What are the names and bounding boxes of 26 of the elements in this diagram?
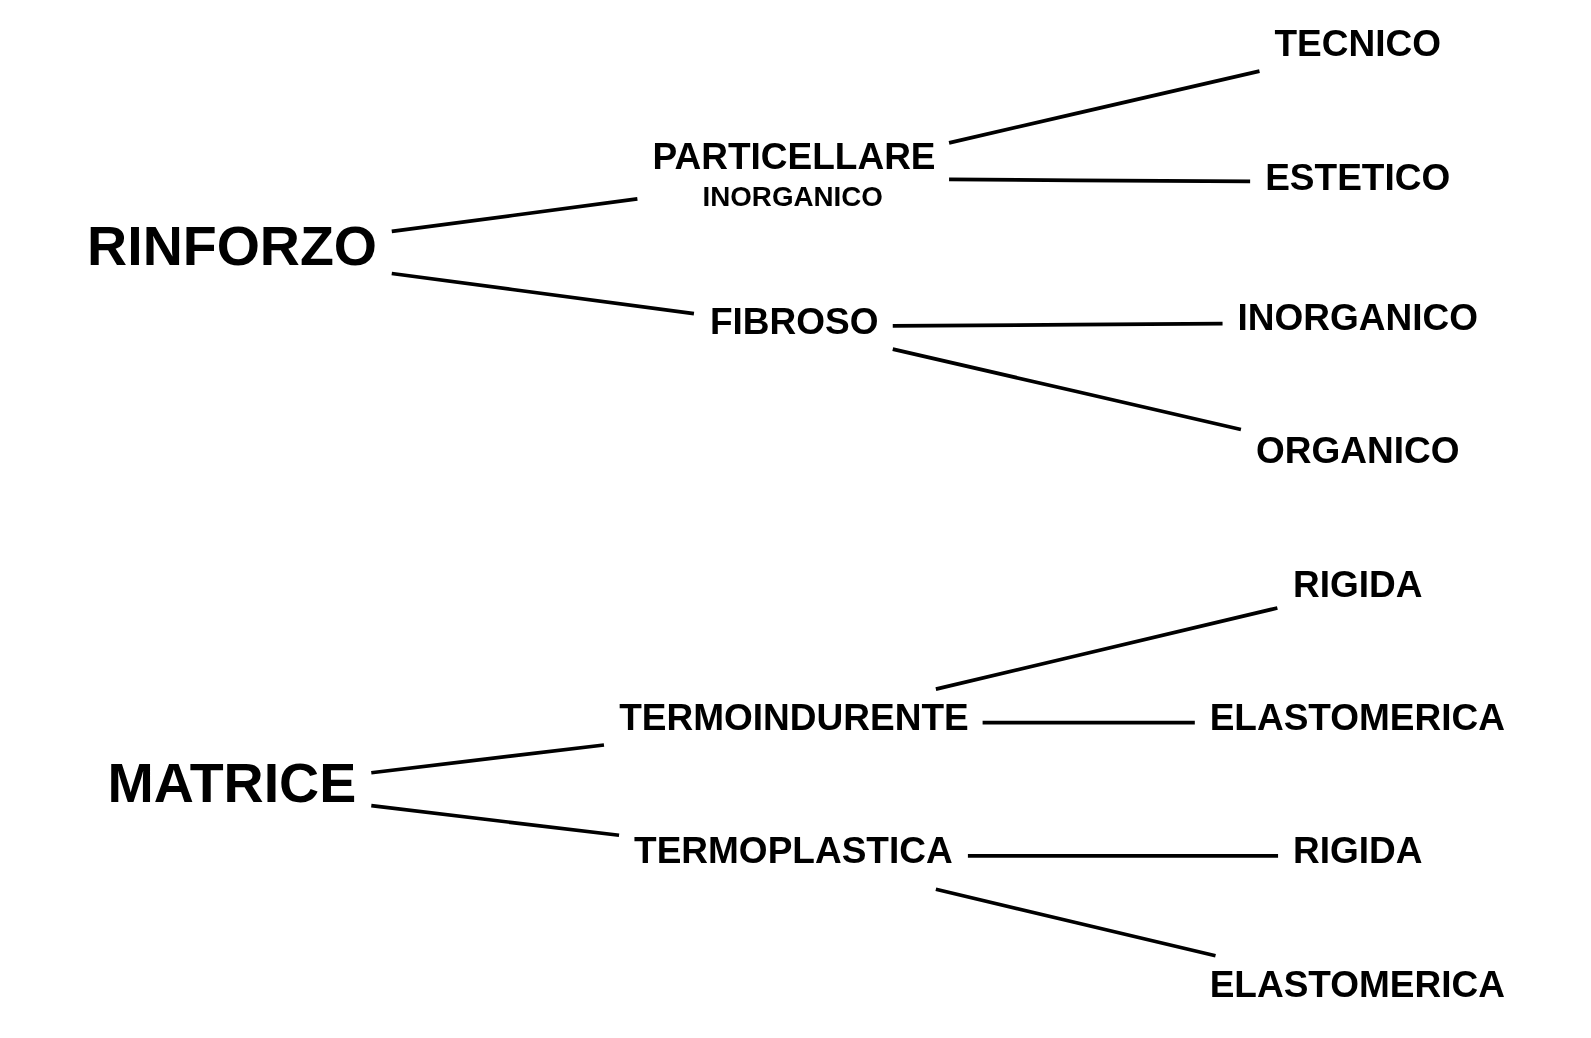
connector	[892, 321, 1223, 328]
node-text: PARTICELLARE INORGANICO	[652, 135, 936, 213]
connector	[391, 271, 694, 316]
connector	[370, 743, 604, 775]
node-text: ORGANICO	[1255, 429, 1459, 472]
node-text: ELASTOMERICA	[1209, 962, 1505, 1005]
node-text: TECNICO	[1273, 22, 1441, 65]
connector	[948, 177, 1250, 184]
connector	[934, 887, 1216, 958]
connector	[982, 720, 1195, 725]
connector	[934, 606, 1278, 691]
node-text: RIGIDA	[1292, 829, 1422, 872]
node-text: MATRICE	[106, 752, 356, 815]
connector	[948, 69, 1260, 145]
connector	[391, 197, 638, 234]
node-text: ELASTOMERICA	[1209, 695, 1505, 738]
node-text: RIGIDA	[1292, 562, 1422, 605]
node-text: TERMOINDURENTE	[618, 695, 969, 738]
connector	[967, 854, 1278, 858]
node-text: INORGANICO	[1236, 296, 1478, 339]
node-text: TERMOPLASTICA	[633, 829, 953, 872]
connector	[370, 803, 619, 838]
node-text: FIBROSO	[709, 299, 878, 342]
connector	[891, 347, 1241, 432]
node-text: ESTETICO	[1264, 155, 1450, 198]
node-text: RINFORZO	[86, 215, 377, 278]
